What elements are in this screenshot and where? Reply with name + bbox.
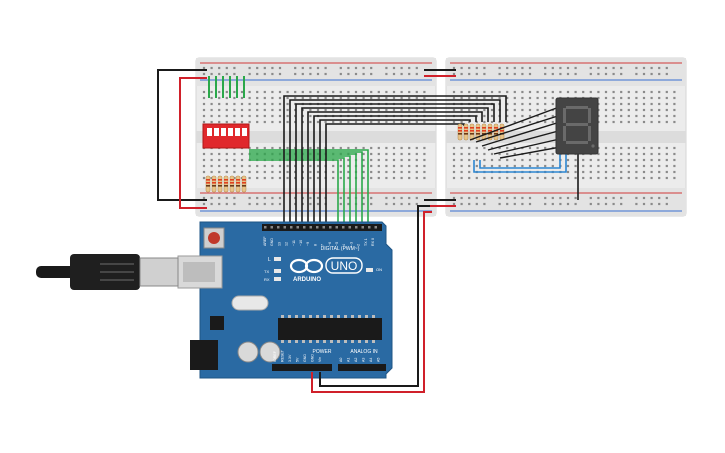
- pin-label: 3.3V: [288, 354, 292, 362]
- led-tx-label: TX: [264, 269, 269, 274]
- pin-label: ~10: [299, 240, 303, 246]
- power-wires-left[interactable]: [157, 69, 207, 209]
- led-l-label: L: [268, 257, 271, 263]
- analog-header-label: ANALOG IN: [350, 349, 378, 355]
- pin-label: 8: [313, 244, 317, 246]
- arduino-board[interactable]: UNO ARDUINO DIGITAL (PWM~) POWER ANALOG …: [177, 221, 393, 379]
- model-label: UNO: [331, 259, 358, 273]
- digital-header-label: DIGITAL (PWM~): [321, 246, 360, 252]
- pin-label: ~5: [335, 242, 339, 246]
- pin-label: A3: [362, 358, 366, 362]
- pin-label: AREF: [263, 236, 267, 246]
- pin-label: 13: [277, 242, 281, 246]
- pin-label: TX 1: [364, 238, 368, 246]
- pin-label: GND: [311, 354, 315, 362]
- pin-label: 4: [342, 244, 346, 246]
- green-jumpers[interactable]: [208, 76, 245, 98]
- pin-label: A1: [347, 358, 351, 362]
- display-ground-wires[interactable]: [473, 154, 579, 200]
- seven-segment-display: 8: [555, 97, 599, 155]
- pin-label: A0: [339, 358, 343, 362]
- usb-cable-icon[interactable]: [36, 254, 179, 290]
- led-rx-label: RX: [264, 277, 270, 282]
- pin-label: 7: [321, 244, 325, 246]
- logo-text: ARDUINO: [293, 277, 321, 283]
- pin-label: A5: [377, 358, 381, 362]
- pin-label: GND: [303, 354, 307, 362]
- pin-label: ~3: [349, 242, 353, 246]
- pin-label: ~6: [328, 242, 332, 246]
- pin-label: IOREF: [273, 350, 277, 362]
- pin-label: A4: [369, 358, 373, 362]
- power-header-label: POWER: [313, 349, 332, 355]
- arduino-power-wires[interactable]: [311, 205, 432, 393]
- pin-label: 2: [357, 244, 361, 246]
- pin-label: RESET: [281, 349, 285, 362]
- pin-label: 5V: [296, 357, 300, 362]
- on-label: ON: [376, 267, 382, 272]
- pin-label: ~9: [306, 242, 310, 246]
- display-wires[interactable]: [469, 105, 567, 159]
- pin-label: 12: [285, 242, 289, 246]
- infinity-logo-icon: [289, 258, 324, 274]
- reset-button-icon[interactable]: [203, 227, 225, 249]
- dip-switch[interactable]: [202, 123, 250, 149]
- pin-label: GND: [270, 238, 274, 246]
- green-signal-wires[interactable]: [249, 149, 369, 228]
- model-badge: [325, 257, 363, 274]
- rail-bridge-wires[interactable]: [424, 69, 456, 207]
- pin-label: A2: [354, 358, 358, 362]
- pin-label: Vin: [318, 357, 322, 362]
- breadboard-left: [195, 57, 437, 217]
- pin-label: RX 0: [371, 238, 375, 246]
- resistor-array-left[interactable]: [205, 175, 247, 193]
- pin-label: ~11: [292, 240, 296, 246]
